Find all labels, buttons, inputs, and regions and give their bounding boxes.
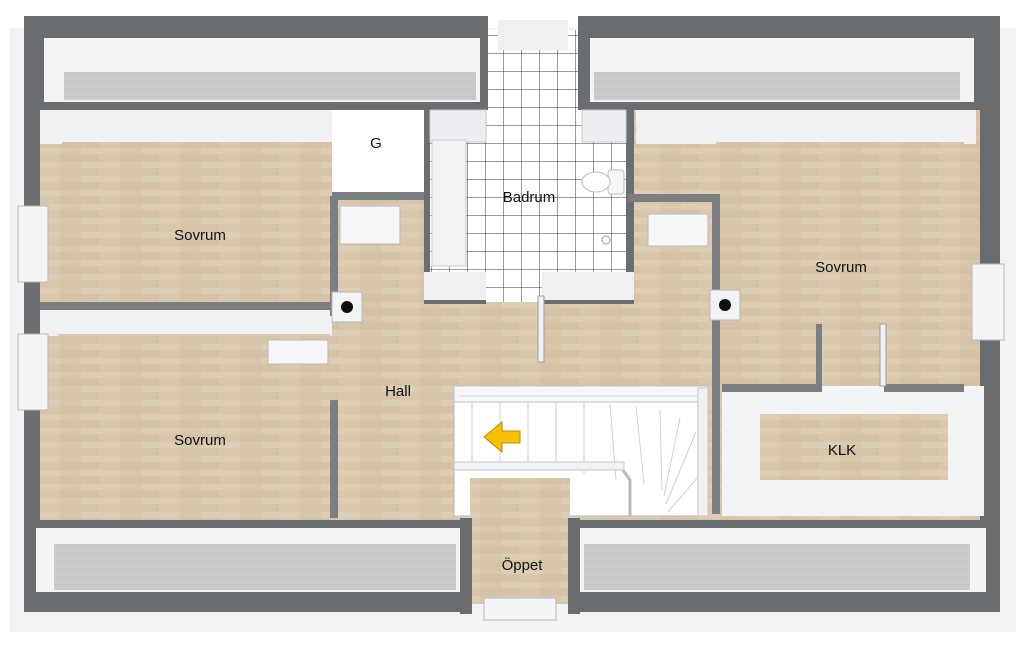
door-icon [339, 205, 401, 245]
label-sovrum-sw: Sovrum [174, 432, 226, 449]
room-oppet [470, 478, 570, 604]
label-oppet: Öppet [502, 556, 544, 574]
window-icon [971, 263, 1005, 341]
room-sovrum-nw [62, 142, 332, 300]
chimney-icon [709, 289, 741, 321]
chimney-icon [331, 291, 363, 323]
stair-direction-arrow-icon [483, 420, 521, 454]
door-icon [267, 339, 329, 365]
door-icon [647, 213, 709, 247]
window-icon [483, 597, 557, 621]
label-badrum: Badrum [503, 189, 556, 206]
toilet-icon [581, 169, 625, 195]
label-sovrum-nw: Sovrum [174, 227, 226, 244]
label-hall: Hall [385, 383, 411, 400]
label-klk: KLK [828, 442, 856, 459]
room-sovrum-e [716, 142, 964, 380]
sink-icon [431, 139, 467, 267]
window-icon [17, 205, 49, 283]
window-icon [17, 333, 49, 411]
room-g [332, 110, 424, 196]
label-sovrum-e: Sovrum [815, 259, 867, 276]
shower-icon [429, 109, 487, 143]
label-g: G [370, 135, 382, 152]
